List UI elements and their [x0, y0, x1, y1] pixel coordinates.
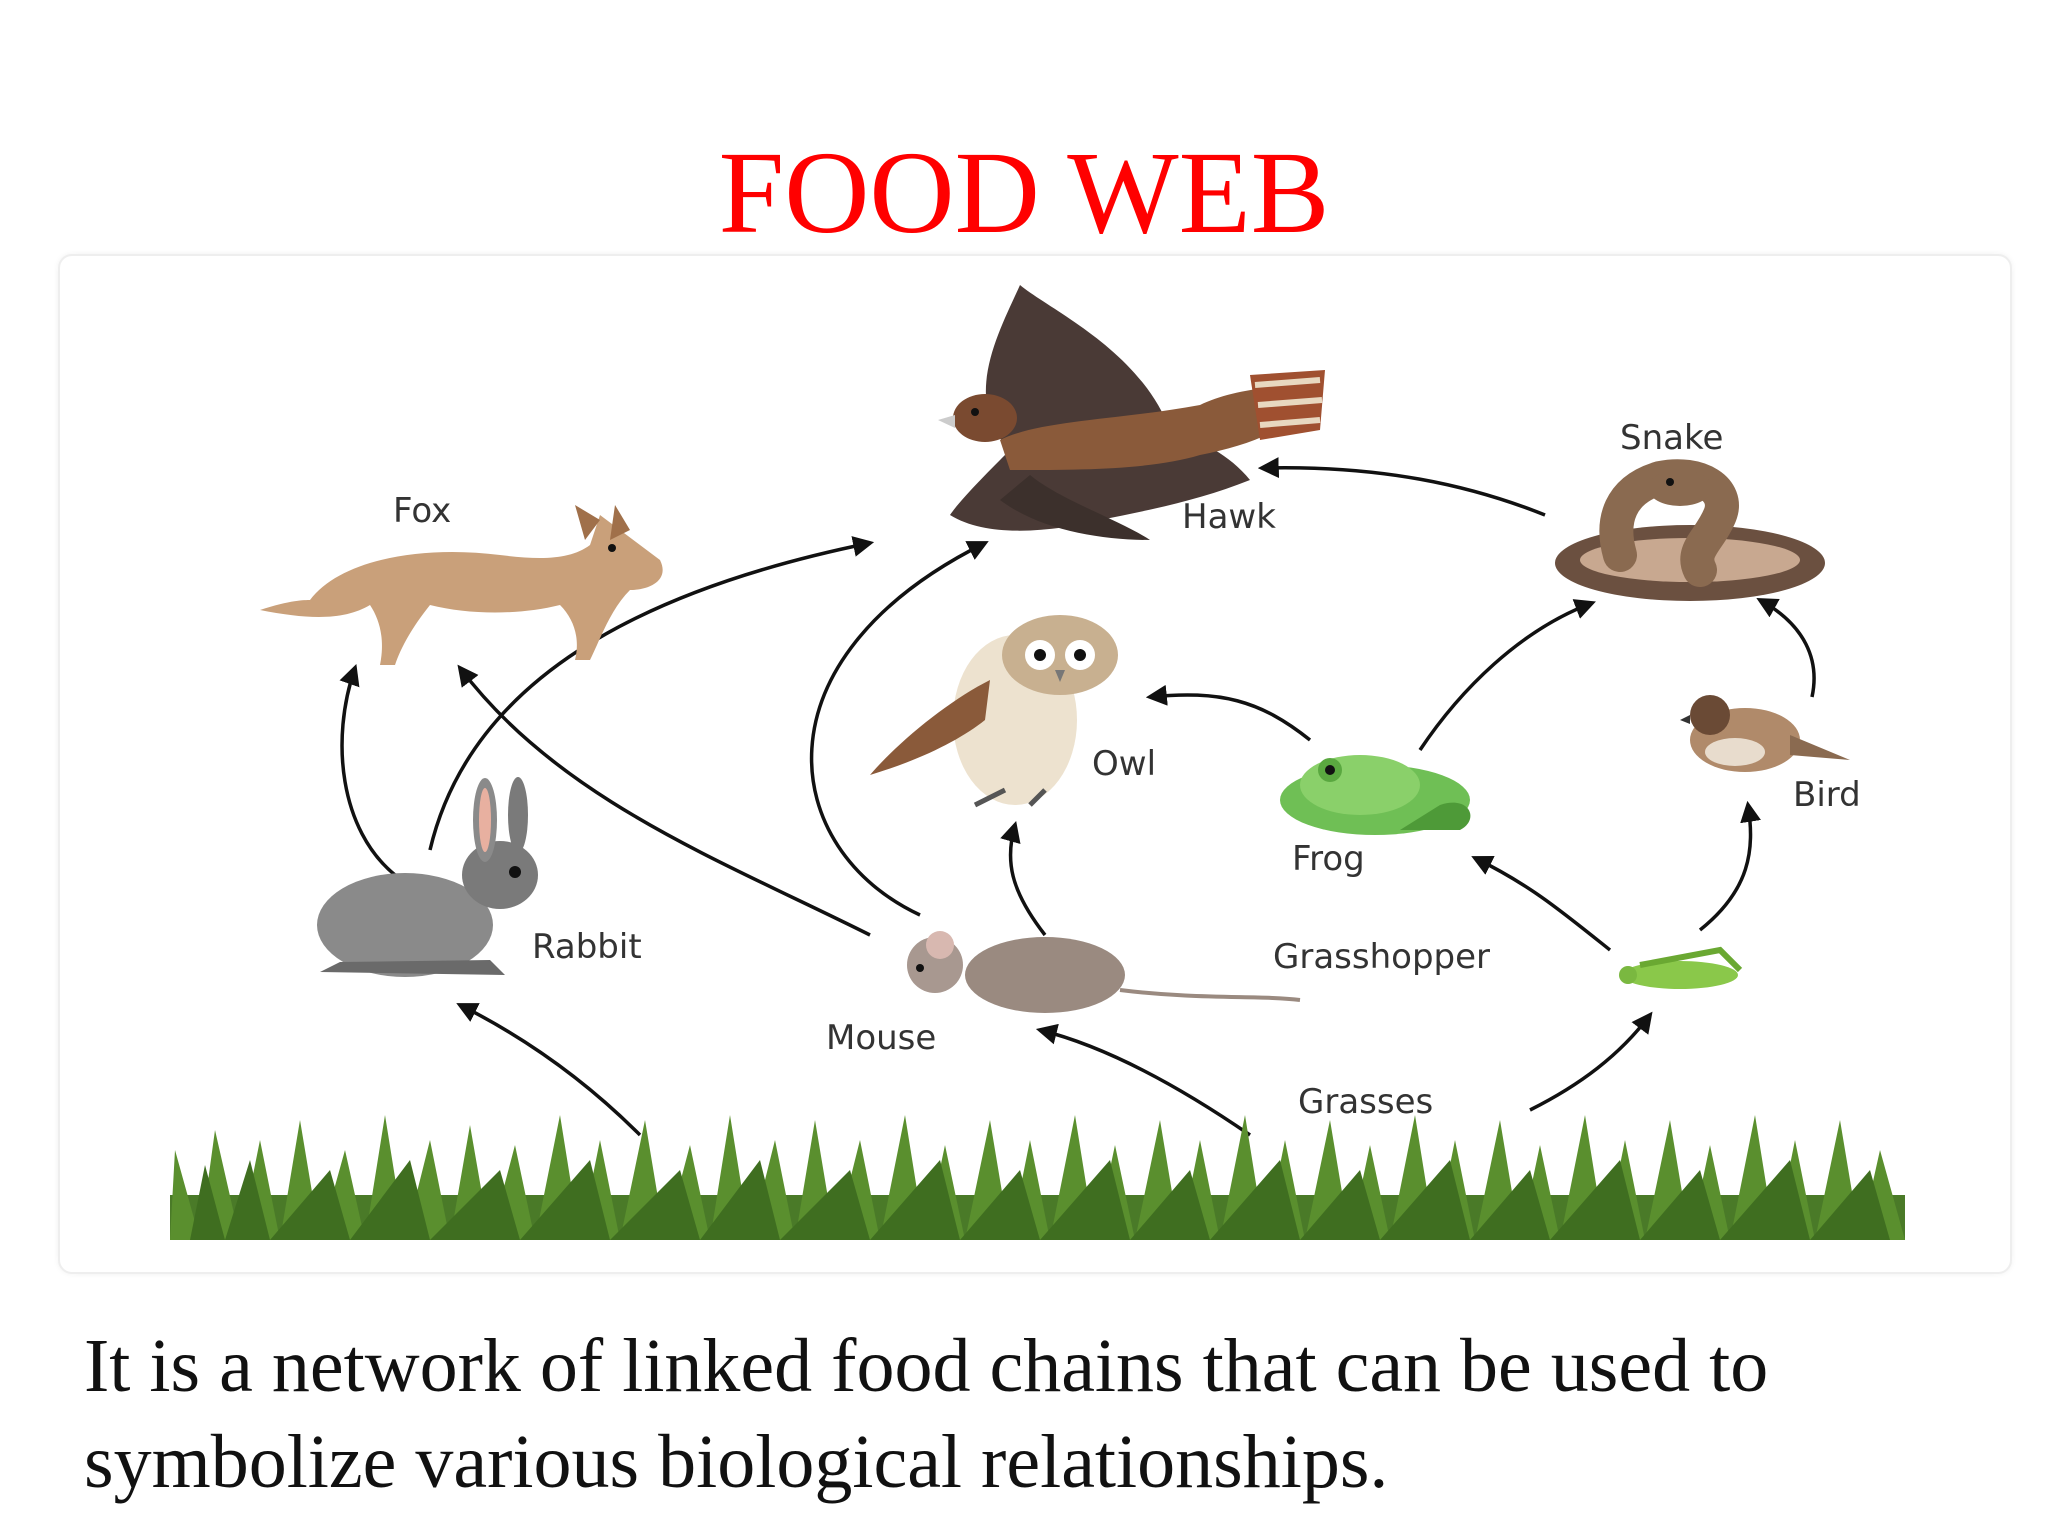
- label-hawk: Hawk: [1182, 497, 1276, 537]
- arrow-grasshopper-to-bird: [1700, 805, 1751, 930]
- frog-illustration: [1280, 755, 1470, 835]
- mouse-illustration: [907, 931, 1300, 1013]
- arrow-mouse-to-owl: [1010, 825, 1045, 935]
- label-grasses: Grasses: [1298, 1082, 1433, 1122]
- arrow-grasshopper-to-frog: [1475, 858, 1610, 950]
- grass-illustration: [170, 1115, 1905, 1240]
- label-grasshopper: Grasshopper: [1273, 937, 1490, 977]
- arrow-grasses-to-rabbit: [460, 1005, 640, 1135]
- bird-illustration: [1680, 695, 1850, 772]
- snake-illustration: [1555, 470, 1825, 601]
- arrow-rabbit-to-fox: [342, 668, 395, 875]
- label-owl: Owl: [1092, 744, 1156, 784]
- fox-illustration: [260, 505, 663, 665]
- label-bird: Bird: [1793, 775, 1861, 815]
- description-text: It is a network of linked food chains th…: [84, 1318, 1984, 1510]
- label-mouse: Mouse: [826, 1018, 936, 1058]
- arrow-snake-to-hawk: [1262, 468, 1545, 515]
- label-snake: Snake: [1620, 418, 1723, 458]
- arrow-grasses-to-grasshopper: [1530, 1015, 1650, 1110]
- arrow-frog-to-snake: [1420, 603, 1592, 750]
- arrow-grasses-to-mouse: [1040, 1030, 1250, 1135]
- label-rabbit: Rabbit: [532, 927, 642, 967]
- owl-illustration: [870, 615, 1118, 805]
- arrow-bird-to-snake: [1760, 600, 1814, 697]
- arrow-frog-to-owl: [1150, 695, 1310, 740]
- label-frog: Frog: [1292, 839, 1365, 879]
- label-fox: Fox: [393, 491, 451, 531]
- grasshopper-illustration: [1619, 950, 1740, 989]
